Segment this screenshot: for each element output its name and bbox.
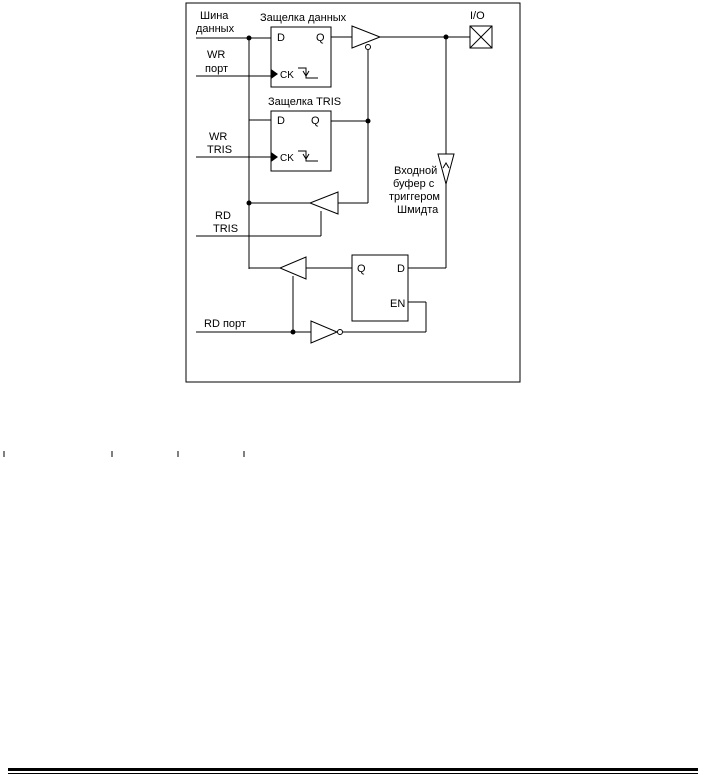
output-enable-bubble <box>365 44 371 50</box>
tris-latch-d-pin: D <box>277 115 285 127</box>
label-wr-tris-1: WR <box>209 131 227 143</box>
input-latch-d-pin: D <box>397 263 405 275</box>
label-schmitt-3: триггером <box>389 191 440 203</box>
data-latch-edge-icon <box>298 67 318 79</box>
label-data-latch: Защелка данных <box>260 12 347 24</box>
rd-port-buffer <box>278 256 307 280</box>
data-latch-ck-pin: CK <box>280 70 294 81</box>
schmitt-input-buffer <box>437 153 455 186</box>
label-wr-port-2: порт <box>205 63 228 75</box>
input-latch-block <box>351 254 409 322</box>
label-rd-port: RD порт <box>204 318 246 330</box>
tris-latch-block <box>270 110 332 172</box>
rd-tris-buffer <box>308 191 339 215</box>
bottom-rule-thin <box>8 773 698 774</box>
tris-latch-q-pin: Q <box>311 115 320 127</box>
schmitt-hysteresis-icon <box>442 162 450 169</box>
data-latch-d-pin: D <box>277 32 285 44</box>
tris-latch-ck-pin: CK <box>280 153 294 164</box>
label-schmitt-2: буфер с <box>393 178 435 190</box>
data-latch-block <box>270 26 332 88</box>
inverter-bubble <box>337 329 343 335</box>
label-schmitt-1: Входной <box>394 165 437 177</box>
diagram-frame <box>185 2 521 383</box>
bottom-rule <box>8 768 698 771</box>
label-schmitt-4: Шмидта <box>397 204 439 216</box>
data-latch-q-pin: Q <box>316 32 325 44</box>
label-io: I/O <box>470 10 485 22</box>
tris-latch-edge-icon <box>298 150 318 162</box>
label-wr-port-1: WR <box>207 49 225 61</box>
label-wr-tris-2: TRIS <box>207 144 232 156</box>
input-latch-q-pin: Q <box>357 263 366 275</box>
input-latch-en-pin: EN <box>390 298 405 310</box>
label-tris-latch: Защелка TRIS <box>268 96 341 108</box>
label-data-bus-2: данных <box>196 23 235 35</box>
tris-latch-clock-marker <box>271 152 278 162</box>
label-rd-tris-2: TRIS <box>213 223 238 235</box>
label-data-bus-1: Шина <box>200 10 229 22</box>
label-rd-tris-1: RD <box>215 210 231 222</box>
rd-port-inverter <box>310 320 339 344</box>
output-buffer <box>351 25 382 49</box>
data-latch-clock-marker <box>271 69 278 79</box>
